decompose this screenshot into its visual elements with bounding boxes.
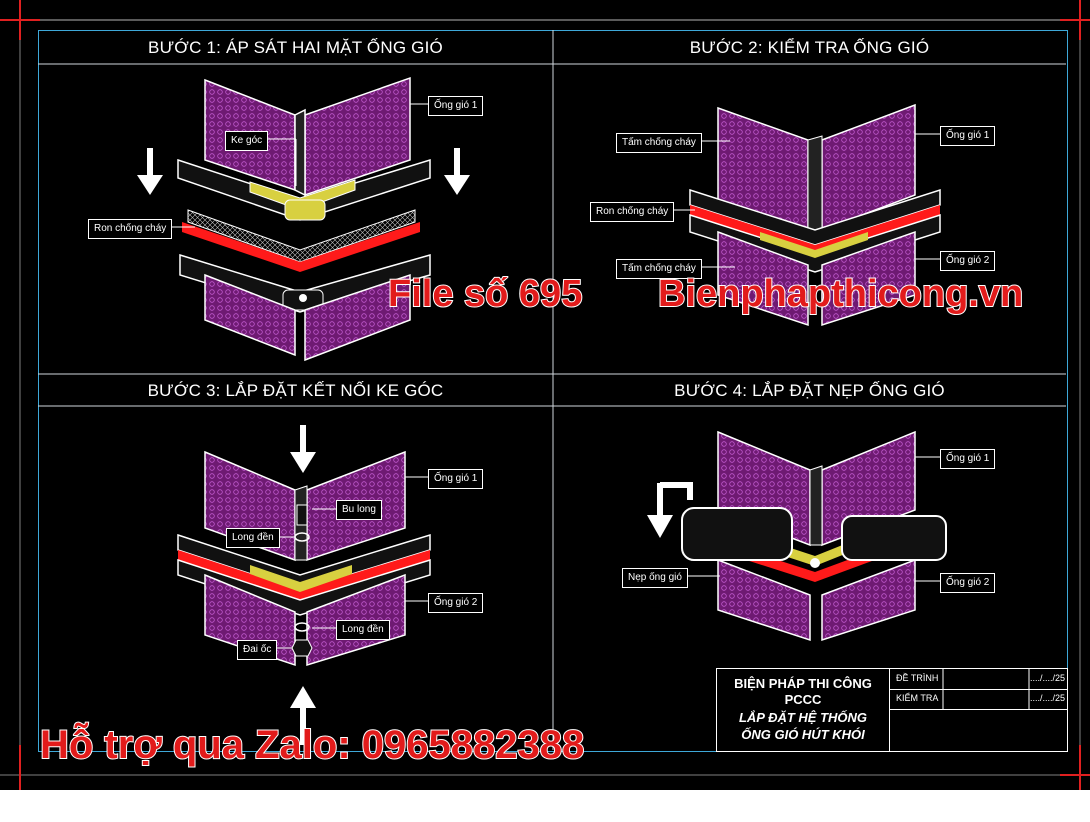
title-block-row-check: KIỂM TRA ..../..../25 (890, 689, 1067, 710)
title-block-main: BIỆN PHÁP THI CÔNG PCCC LẮP ĐẶT HỆ THỐNG… (717, 669, 890, 751)
title-block-grid (942, 669, 1030, 710)
step-3-illustration (177, 425, 431, 745)
step-1-title: BƯỚC 1: ÁP SÁT HAI MẶT ỐNG GIÓ (148, 38, 443, 57)
title-block-check-date: ..../..../25 (1030, 693, 1066, 703)
label-step3-washer-2: Long đền (336, 620, 390, 640)
watermark-zalo-support: Hỗ trợ qua Zalo: 0965882388 (39, 722, 585, 768)
grid-lines (0, 0, 1090, 790)
label-step1-corner-bracket: Ke góc (225, 131, 269, 151)
label-step4-duct-2: Ống gió 2 (940, 573, 996, 593)
label-step2-duct-1: Ống gió 1 (940, 126, 996, 146)
label-step2-fireboard-1: Tấm chống cháy (616, 133, 702, 153)
title-block-line-1: BIỆN PHÁP THI CÔNG (734, 676, 872, 691)
drawing-canvas: BƯỚC 1: ÁP SÁT HAI MẶT ỐNG GIÓ BƯỚC 2: K… (0, 0, 1090, 790)
title-block-line-3: LẮP ĐẶT HỆ THỐNG (738, 710, 868, 725)
step-3-title: BƯỚC 3: LẮP ĐẶT KẾT NỐI KE GÓC (147, 381, 444, 400)
label-step3-duct-2: Ống gió 2 (428, 593, 484, 613)
label-step3-nut: Đai ốc (237, 640, 278, 660)
label-step4-duct-cleat: Nẹp ống gió (622, 568, 688, 588)
step-2-illustration (664, 103, 941, 327)
title-block-row-submit: ĐỀ TRÌNH ..../..../25 (890, 669, 1067, 690)
title-block-line-2: PCCC (784, 692, 822, 707)
title-block-line-4: ỐNG GIÓ HÚT KHÓI (741, 727, 865, 742)
label-step3-bolt: Bu long (336, 500, 382, 520)
label-step2-fireboard-2: Tấm chống cháy (616, 259, 702, 279)
illustrations (137, 76, 947, 745)
title-block: BIỆN PHÁP THI CÔNG PCCC LẮP ĐẶT HỆ THỐNG… (716, 668, 1068, 752)
label-step1-duct-1: Ống gió 1 (428, 96, 484, 116)
label-step2-fire-gasket: Ron chống cháy (590, 202, 675, 222)
step-4-title: BƯỚC 4: LẮP ĐẶT NẸP ỐNG GIÓ (674, 381, 945, 400)
title-block-submit-label: ĐỀ TRÌNH (896, 673, 939, 683)
step-4-illustration (647, 430, 947, 642)
label-step3-washer-1: Long đền (226, 528, 280, 548)
step-2-title: BƯỚC 2: KIỂM TRA ỐNG GIÓ (689, 38, 930, 57)
step-1-illustration (137, 76, 470, 362)
label-step4-duct-1: Ống gió 1 (940, 449, 996, 469)
label-step3-duct-1: Ống gió 1 (428, 469, 484, 489)
title-block-submit-date: ..../..../25 (1030, 673, 1066, 683)
watermark-website: Bienphapthicong.vn (657, 272, 1024, 316)
label-step1-fire-gasket: Ron chống cháy (88, 219, 173, 239)
title-block-check-label: KIỂM TRA (896, 693, 939, 703)
label-step2-duct-2: Ống gió 2 (940, 251, 996, 271)
watermark-file-number: File số 695 (387, 272, 583, 316)
